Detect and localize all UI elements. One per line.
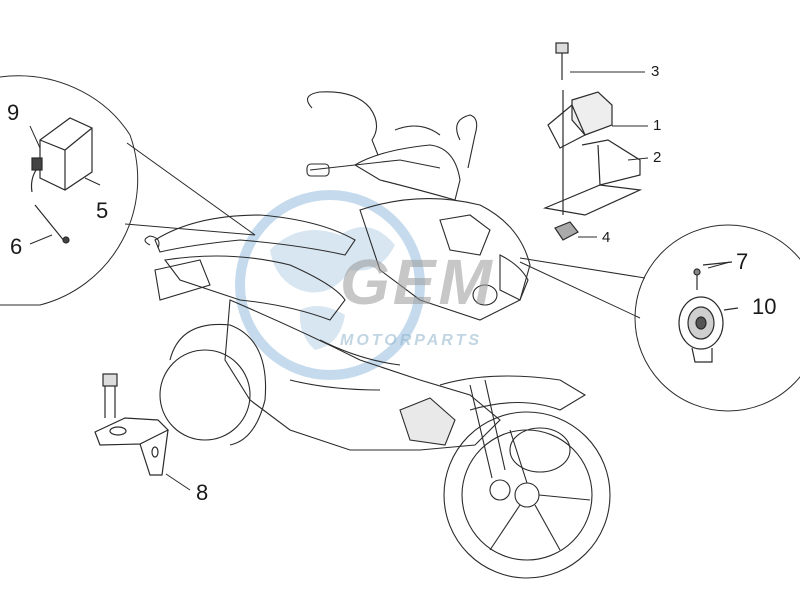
battery-detail-circle [0, 75, 256, 306]
watermark-logo [235, 190, 425, 380]
battery-icon [30, 117, 93, 244]
horn-icon [678, 261, 739, 363]
callout-2: 2 [653, 149, 662, 166]
callout-7: 7 [736, 249, 749, 274]
leader-lines [29, 71, 731, 491]
callout-3: 3 [651, 63, 660, 80]
relay-bracket-assembly [542, 42, 643, 241]
callout-1: 1 [653, 117, 662, 134]
horn-detail-circle [519, 224, 800, 412]
callout-4: 4 [602, 229, 611, 246]
scooter-drawing [144, 91, 611, 579]
callout-5: 5 [96, 198, 109, 223]
watermark-logo-text: GEM [340, 246, 495, 318]
callout-9: 9 [7, 100, 20, 125]
callout-10: 10 [752, 294, 777, 319]
callout-8: 8 [196, 480, 209, 505]
bracket-bolt-assembly [94, 373, 170, 476]
watermark-subtitle: MOTORPARTS [340, 332, 483, 349]
callout-6: 6 [10, 234, 23, 259]
